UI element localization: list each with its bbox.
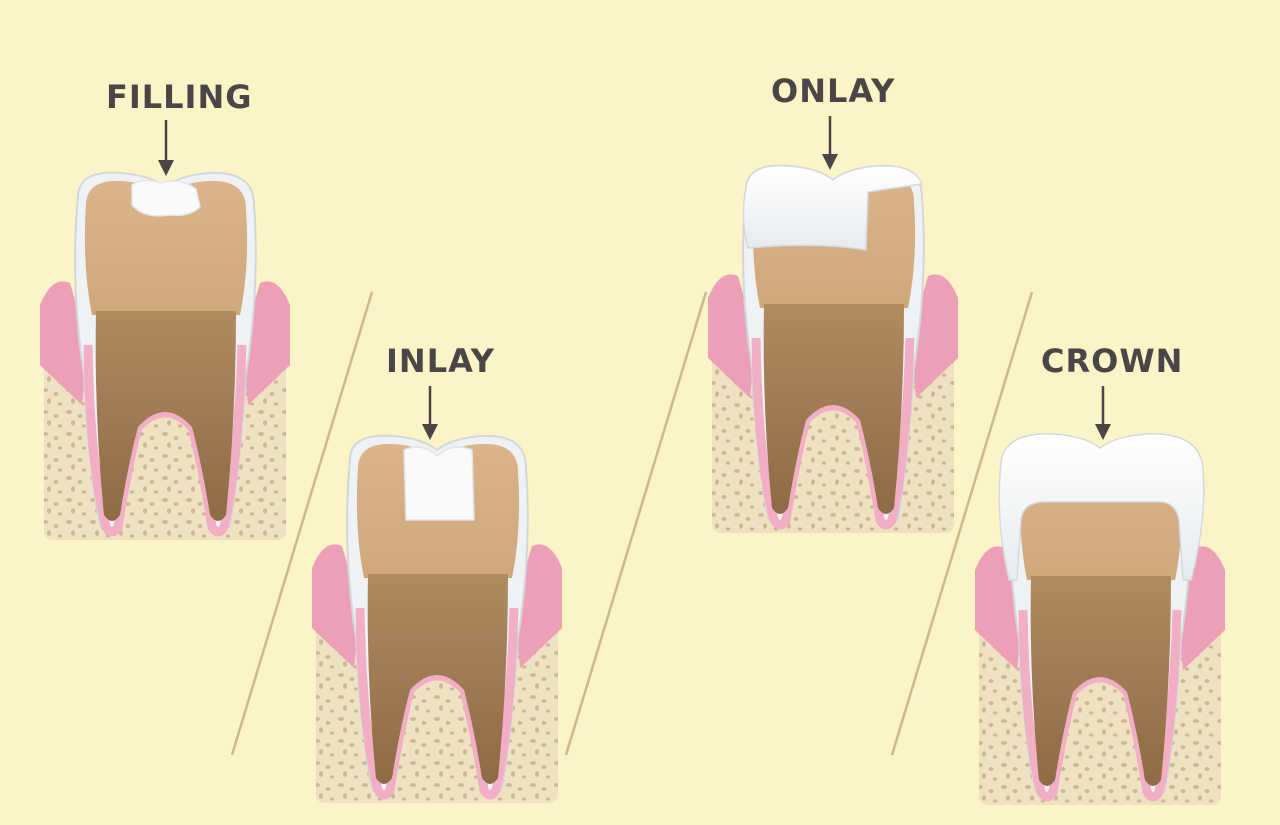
divider-line-2 xyxy=(564,291,708,756)
arrow-onlay xyxy=(822,116,838,170)
tooth-crown xyxy=(975,434,1225,805)
divider-line-1 xyxy=(230,291,374,756)
tooth-onlay xyxy=(708,166,958,533)
label-inlay: INLAY xyxy=(386,342,495,380)
divider-line-3 xyxy=(890,291,1034,756)
arrow-crown xyxy=(1095,386,1111,440)
label-onlay: ONLAY xyxy=(771,72,896,110)
tooth-filling xyxy=(40,173,290,540)
label-crown: CROWN xyxy=(1041,342,1184,380)
label-filling: FILLING xyxy=(106,78,253,116)
arrow-filling xyxy=(158,120,174,176)
arrow-inlay xyxy=(422,386,438,440)
tooth-inlay xyxy=(312,436,562,803)
